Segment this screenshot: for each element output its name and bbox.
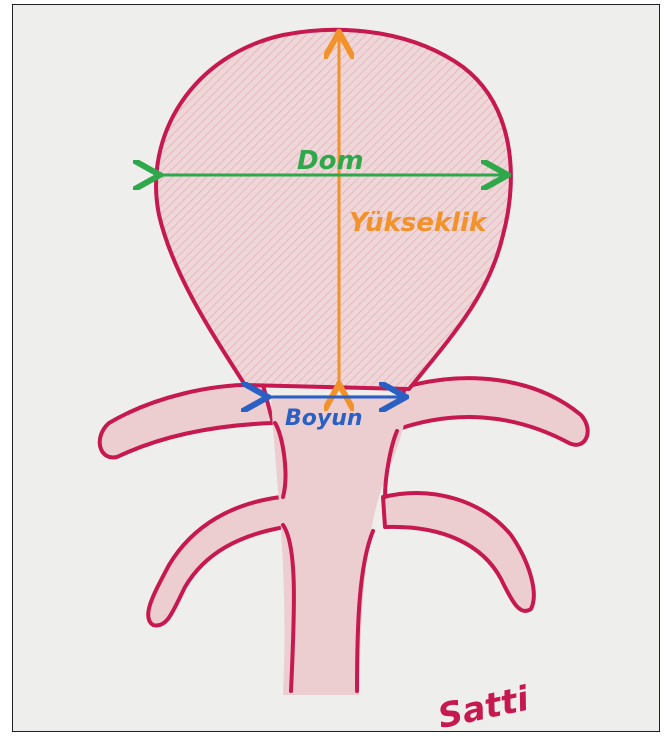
- drawing-frame: Dom Yükseklik Boyun Satti: [12, 4, 660, 732]
- lower-left-branch: [148, 497, 285, 626]
- dome-label: Dom: [297, 146, 364, 176]
- neck-label: Boyun: [285, 406, 363, 431]
- signature: Satti: [434, 679, 533, 731]
- height-label: Yükseklik: [349, 208, 488, 238]
- upper-left-branch: [100, 385, 273, 458]
- lower-right-branch: [383, 493, 534, 611]
- upper-right-branch: [393, 378, 588, 445]
- aneurysm-diagram: Dom Yükseklik Boyun Satti: [13, 5, 659, 731]
